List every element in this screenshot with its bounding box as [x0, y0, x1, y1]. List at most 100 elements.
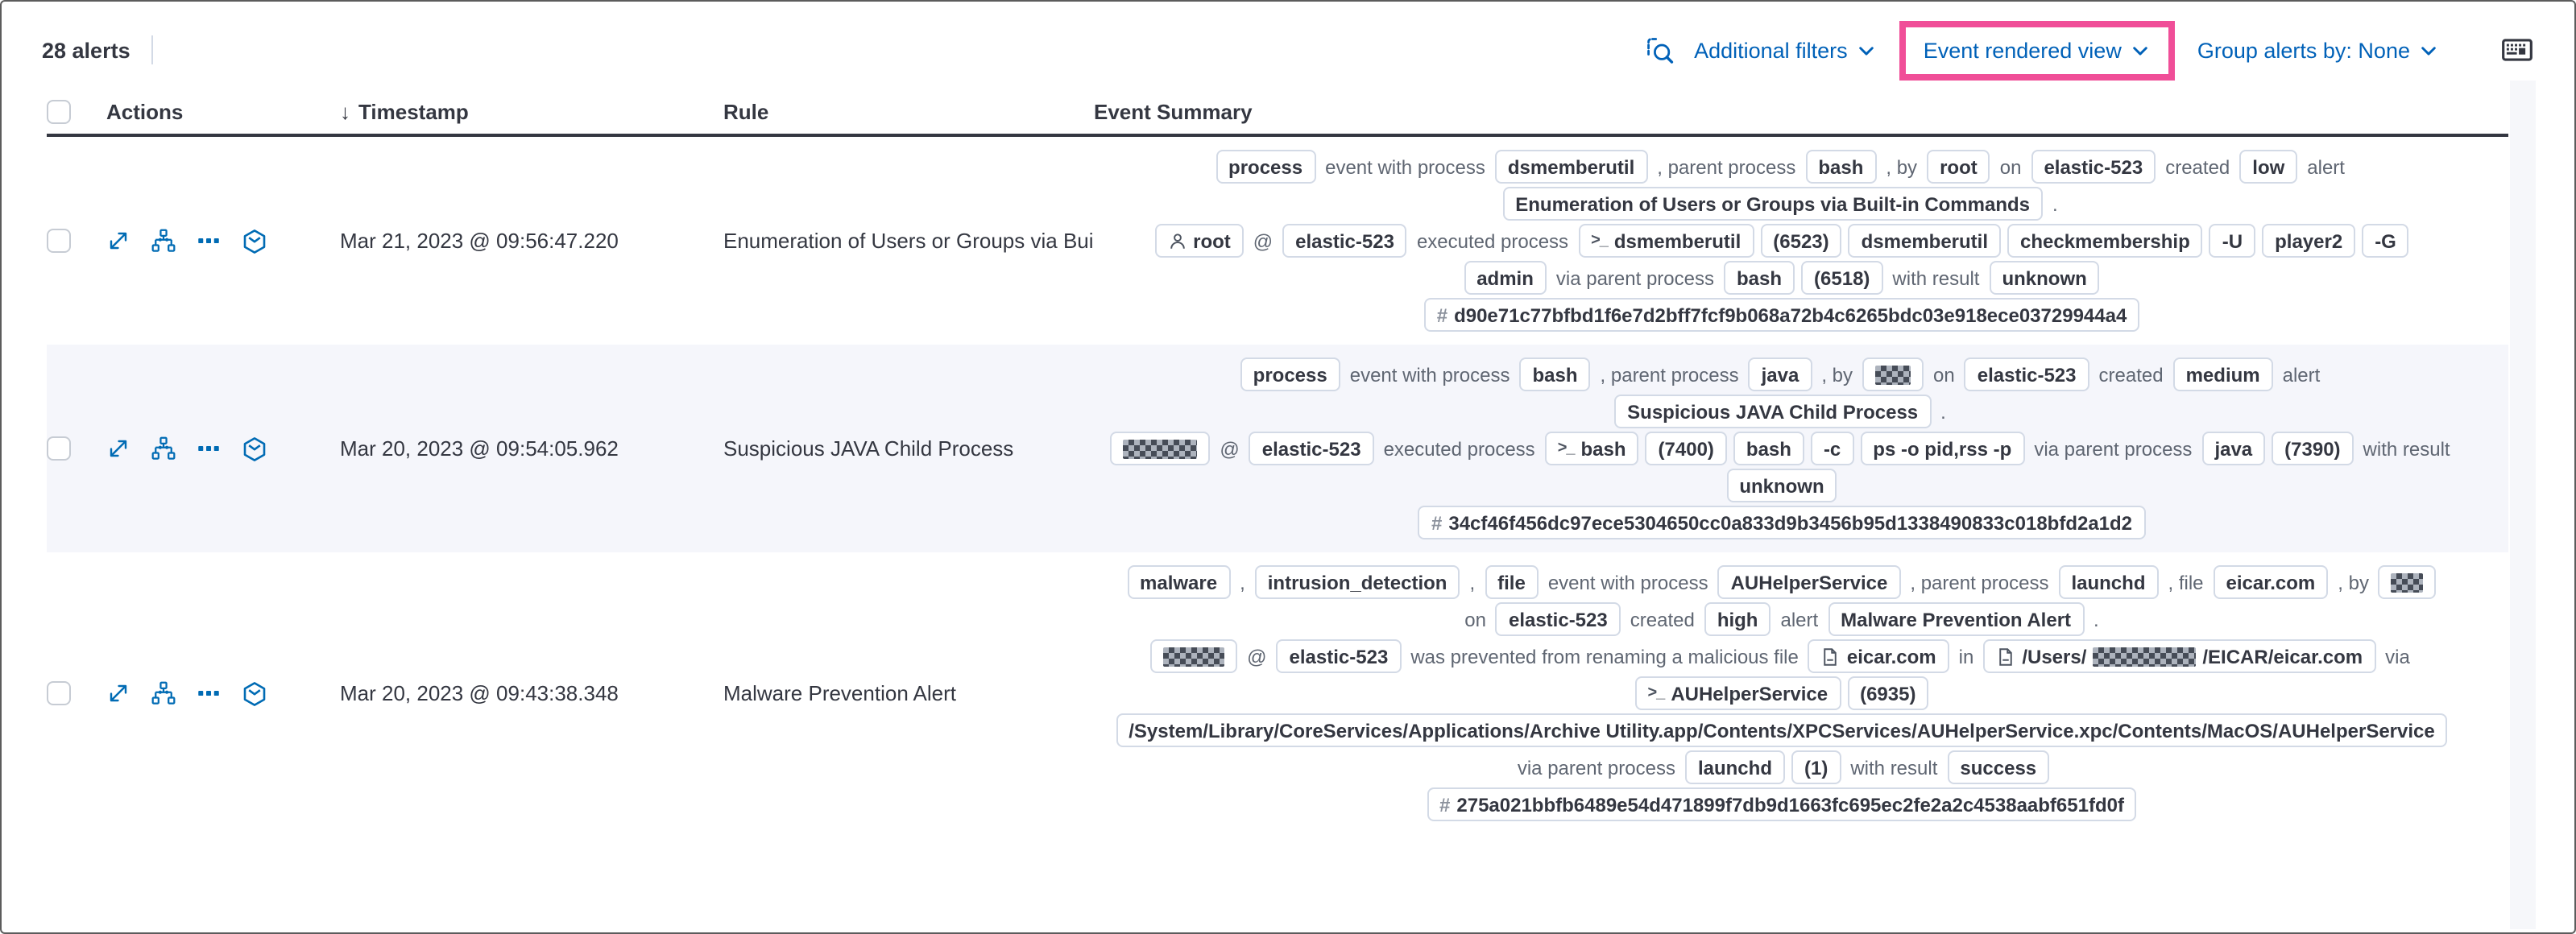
field-badge[interactable]: bash: [1519, 357, 1591, 391]
hash-badge[interactable]: #275a021bbfb6489e54d471899f7db9d1663fc69…: [1427, 787, 2137, 821]
field-badge[interactable]: java: [1748, 357, 1812, 391]
field-badge[interactable]: bash: [1733, 432, 1804, 465]
redacted-badge[interactable]: [1150, 639, 1238, 673]
field-badge[interactable]: bash: [1724, 261, 1795, 295]
field-badge[interactable]: root: [1927, 150, 1990, 184]
field-badge[interactable]: dsmemberutil: [1848, 224, 2001, 258]
field-badge[interactable]: success: [1947, 750, 2050, 784]
analyze-event-icon[interactable]: [151, 229, 176, 253]
field-badge[interactable]: (6523): [1760, 224, 1842, 258]
field-badge[interactable]: checkmembership: [2007, 224, 2203, 258]
field-badge[interactable]: >_bash: [1544, 432, 1639, 465]
redacted-badge[interactable]: [1862, 357, 1924, 391]
summary-text: , by: [1886, 155, 1918, 178]
additional-filters-button[interactable]: Additional filters: [1694, 38, 1877, 62]
field-badge[interactable]: file: [1485, 565, 1539, 599]
field-badge[interactable]: process: [1240, 357, 1340, 391]
column-header-summary-label: Event Summary: [1094, 99, 1253, 123]
event-summary-line: unknown: [1094, 467, 2470, 504]
field-badge[interactable]: intrusion_detection: [1254, 565, 1460, 599]
rule-cell[interactable]: Enumeration of Users or Groups via Bui: [723, 229, 1094, 253]
event-summary-line: >_AUHelperService(6935): [1094, 675, 2470, 712]
field-badge[interactable]: unknown: [1726, 469, 1837, 502]
row-checkbox-cell: [47, 436, 76, 461]
summary-text: created: [2098, 363, 2164, 386]
row-checkbox[interactable]: [47, 436, 71, 461]
rule-cell[interactable]: Malware Prevention Alert: [723, 681, 957, 705]
field-badge[interactable]: launchd: [2058, 565, 2159, 599]
redacted-badge[interactable]: [2378, 565, 2437, 599]
alerts-toolbar: 28 alerts Additional filters Event rende…: [2, 2, 2574, 81]
field-badge[interactable]: /Users//EICAR/eicar.com: [1983, 639, 2376, 673]
table-header: Actions ↓Timestamp Rule Event Summary: [47, 89, 2508, 137]
hash-icon: #: [1439, 793, 1451, 816]
field-badge[interactable]: elastic-523: [1249, 432, 1374, 465]
summary-text: created: [1630, 608, 1695, 630]
row-checkbox-cell: [47, 681, 76, 705]
more-actions-icon[interactable]: [197, 681, 221, 705]
field-badge[interactable]: unknown: [1989, 261, 2100, 295]
field-badge[interactable]: elastic-523: [1282, 224, 1407, 258]
field-badge[interactable]: >_AUHelperService: [1634, 676, 1841, 710]
field-badge[interactable]: low: [2239, 150, 2298, 184]
expand-alert-icon[interactable]: [106, 681, 130, 705]
field-badge[interactable]: AUHelperService: [1717, 565, 1901, 599]
field-badge[interactable]: malware: [1127, 565, 1231, 599]
field-badge[interactable]: bash: [1805, 150, 1877, 184]
field-badge[interactable]: elastic-523: [1276, 639, 1402, 673]
field-badge[interactable]: -G: [2362, 224, 2409, 258]
field-badge[interactable]: Malware Prevention Alert: [1828, 602, 2085, 636]
more-actions-icon[interactable]: [197, 436, 221, 461]
analyze-event-icon[interactable]: [151, 681, 176, 705]
more-actions-icon[interactable]: [197, 229, 221, 253]
field-badge[interactable]: eicar.com: [1808, 639, 1949, 673]
field-badge[interactable]: ps -o pid,rss -p: [1860, 432, 2025, 465]
session-view-icon[interactable]: [242, 436, 267, 461]
hash-badge[interactable]: #d90e71c77bfbd1f6e7d2bff7fcf9b068a72b4c6…: [1423, 298, 2140, 332]
field-badge[interactable]: dsmemberutil: [1494, 150, 1648, 184]
field-badge[interactable]: root: [1154, 224, 1244, 258]
field-badge[interactable]: elastic-523: [1495, 602, 1621, 636]
field-badge[interactable]: eicar.com: [2213, 565, 2329, 599]
inspect-icon[interactable]: [1646, 36, 1673, 64]
column-header-timestamp[interactable]: ↓Timestamp: [324, 99, 707, 123]
hash-badge[interactable]: #34cf46f456dc97ece5304650cc0a833d9b3456b…: [1418, 506, 2146, 539]
field-badge[interactable]: medium: [2172, 357, 2273, 391]
redacted-badge[interactable]: [1110, 432, 1211, 465]
field-badge[interactable]: Suspicious JAVA Child Process: [1614, 395, 1932, 428]
field-badge[interactable]: player2: [2262, 224, 2356, 258]
field-badge[interactable]: (6935): [1847, 676, 1929, 710]
field-badge[interactable]: (6518): [1801, 261, 1883, 295]
session-view-icon[interactable]: [242, 228, 267, 254]
field-badge[interactable]: (7400): [1645, 432, 1727, 465]
field-badge[interactable]: -c: [1810, 432, 1854, 465]
analyze-event-icon[interactable]: [151, 436, 176, 461]
expand-alert-icon[interactable]: [106, 436, 130, 461]
rule-cell[interactable]: Suspicious JAVA Child Process: [723, 436, 1014, 461]
field-badge[interactable]: elastic-523: [2031, 150, 2156, 184]
row-checkbox[interactable]: [47, 681, 71, 705]
expand-alert-icon[interactable]: [106, 229, 130, 253]
view-selector-button[interactable]: Event rendered view: [1924, 38, 2151, 62]
field-badge[interactable]: (7390): [2272, 432, 2354, 465]
summary-text: .: [2052, 192, 2058, 215]
select-all-checkbox[interactable]: [47, 99, 71, 123]
summary-text: on: [1999, 155, 2022, 178]
session-view-icon[interactable]: [242, 680, 267, 706]
vertical-scrollbar[interactable]: [2510, 81, 2536, 929]
field-badge[interactable]: high: [1704, 602, 1771, 636]
field-badge[interactable]: launchd: [1684, 750, 1785, 784]
field-badge[interactable]: java: [2201, 432, 2266, 465]
field-badge[interactable]: (1): [1791, 750, 1841, 784]
field-badge[interactable]: Enumeration of Users or Groups via Built…: [1502, 187, 2044, 221]
field-badge[interactable]: admin: [1464, 261, 1547, 295]
field-badge[interactable]: elastic-523: [1964, 357, 2089, 391]
field-badge[interactable]: process: [1216, 150, 1316, 184]
group-alerts-by-button[interactable]: Group alerts by: None: [2197, 38, 2439, 62]
row-checkbox[interactable]: [47, 229, 71, 253]
field-badge[interactable]: >_dsmemberutil: [1578, 224, 1754, 258]
keyboard-shortcuts-icon[interactable]: [2502, 39, 2533, 61]
field-badge[interactable]: /System/Library/CoreServices/Application…: [1116, 713, 2448, 747]
field-badge[interactable]: -U: [2209, 224, 2256, 258]
